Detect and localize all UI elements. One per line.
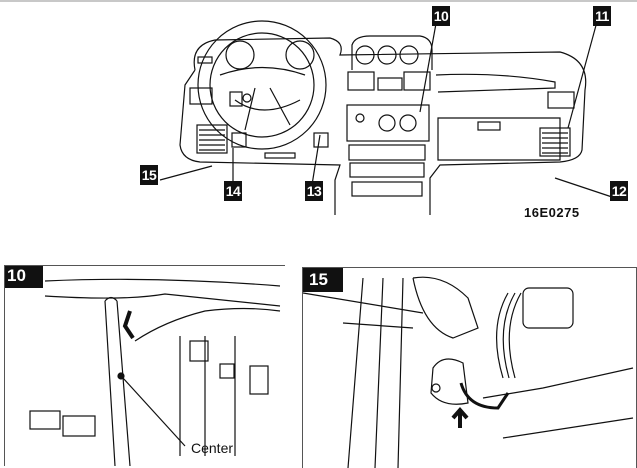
relay-block	[249, 365, 269, 395]
black-arrow	[451, 406, 469, 428]
connector-a	[189, 340, 209, 362]
gauge-right	[285, 40, 315, 70]
center-gauge-3	[399, 45, 419, 65]
mount-bracket	[430, 358, 469, 405]
pillar	[347, 277, 404, 468]
left-side-vent	[189, 87, 213, 105]
console-tray	[349, 162, 425, 178]
detail-tag-15: 15	[303, 268, 343, 292]
leader-line-12	[554, 177, 613, 198]
switch-14	[231, 132, 247, 148]
leader-line-11	[567, 17, 599, 129]
center-leader	[122, 377, 186, 447]
radio-slot	[348, 144, 426, 161]
callout-12: 12	[610, 181, 628, 201]
console-bin	[351, 181, 423, 197]
dashboard-drawing	[159, 17, 613, 215]
connector-block	[522, 287, 574, 329]
center-annotation: Center	[191, 440, 234, 456]
callout-11: 11	[593, 6, 611, 26]
black-arrow	[122, 310, 135, 340]
leader-line-10	[419, 17, 438, 113]
box-1	[29, 410, 61, 430]
callout-15: 15	[140, 165, 158, 185]
detail-tag-10: 10	[5, 266, 43, 288]
climate-panel	[346, 104, 430, 142]
switch-13	[313, 132, 329, 148]
leader-line-15	[159, 165, 213, 181]
wire-harness	[134, 307, 281, 342]
callout-10: 10	[432, 6, 450, 26]
ground-wire	[459, 382, 510, 410]
detail-panel-10: 10	[4, 265, 285, 466]
steering-wheel-rim	[197, 20, 327, 150]
glovebox	[437, 117, 561, 161]
center-gauge-1	[355, 45, 375, 65]
right-lower-vent	[539, 127, 571, 157]
figure-code: 16E0275	[524, 205, 580, 220]
lower-grille	[264, 152, 296, 159]
center-gauge-2	[377, 45, 397, 65]
center-vent-right	[403, 71, 431, 91]
cover-panel	[412, 276, 479, 339]
callout-13: 13	[305, 181, 323, 201]
climate-knob-2	[399, 114, 417, 132]
gauge-left	[225, 40, 255, 70]
detail-15-drawing	[303, 276, 634, 468]
wire-bundle	[496, 292, 522, 379]
dash-outline	[179, 37, 587, 215]
detail-10-drawing	[29, 278, 281, 466]
left-lower-vent	[196, 124, 228, 154]
leader-line-13	[311, 134, 321, 186]
connector-b	[219, 363, 235, 379]
dashboard-overview-figure: 10 11 12 13 14 15 16E0275	[140, 6, 628, 220]
bracket	[104, 296, 131, 466]
callout-14: 14	[224, 181, 242, 201]
right-side-vent	[547, 91, 575, 109]
detail-panel-15: 15	[302, 267, 637, 468]
top-border	[0, 0, 637, 2]
center-vent-left	[347, 71, 375, 91]
passenger-dash-shelf	[435, 73, 556, 93]
climate-knob-1	[378, 114, 396, 132]
steering-wheel-spokes	[219, 66, 306, 131]
box-2	[62, 415, 96, 437]
left-upper-vent	[197, 56, 213, 64]
hazard-switch	[377, 77, 403, 91]
glovebox-latch	[477, 121, 501, 131]
center-gauge-hood	[351, 35, 433, 70]
